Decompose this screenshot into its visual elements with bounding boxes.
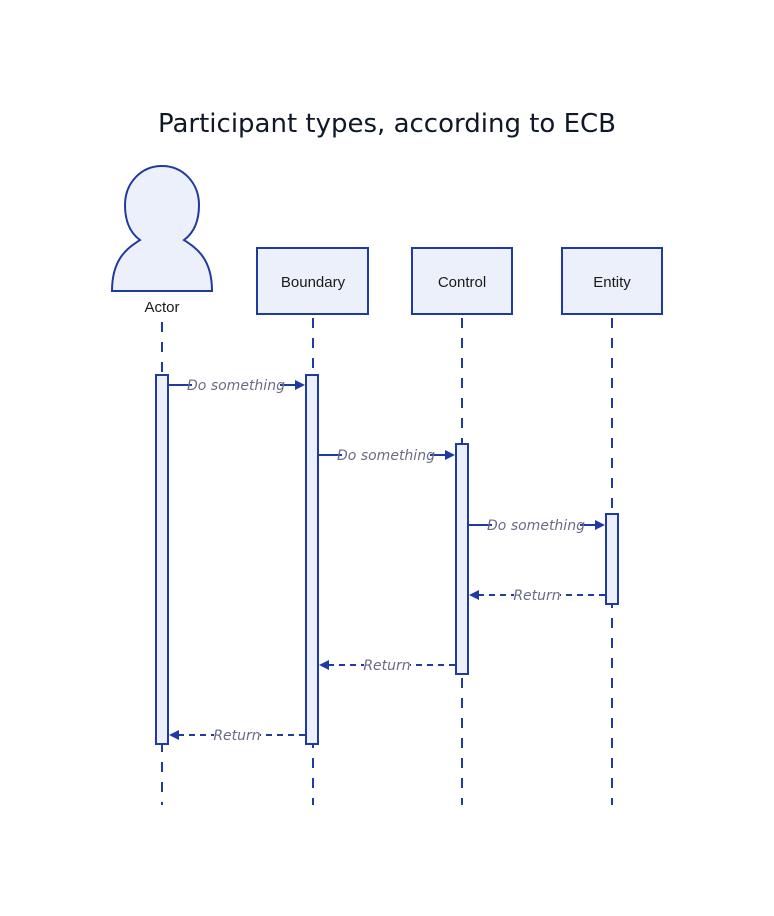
participant-box-boundary (256, 247, 369, 315)
arrowhead-3 (595, 520, 605, 530)
arrowhead-4 (469, 590, 479, 600)
message-label-6: Return (213, 728, 260, 744)
arrowhead-5 (319, 660, 329, 670)
activation-entity (605, 513, 619, 605)
message-label-bg-2 (342, 446, 430, 464)
message-label-3: Do something (487, 518, 585, 534)
diagram-title: Participant types, according to ECB (158, 109, 616, 139)
actor-icon (110, 164, 214, 292)
message-label-bg-4 (514, 586, 560, 604)
participant-box-control (411, 247, 513, 315)
message-label-bg-1 (192, 376, 280, 394)
message-label-4: Return (513, 588, 560, 604)
message-label-1: Do something (187, 378, 285, 394)
activation-actor (155, 374, 169, 745)
participant-label-boundary: Boundary (281, 274, 346, 291)
arrowhead-2 (445, 450, 455, 460)
message-label-bg-3 (492, 516, 580, 534)
message-label-bg-5 (364, 656, 410, 674)
participant-label-entity: Entity (593, 274, 631, 291)
message-label-2: Do something (337, 448, 435, 464)
activation-boundary (305, 374, 319, 745)
participant-label-actor: Actor (144, 299, 179, 316)
message-label-5: Return (363, 658, 410, 674)
participant-label-control: Control (438, 274, 486, 291)
activation-control (455, 443, 469, 675)
arrowhead-1 (295, 380, 305, 390)
participant-box-entity (561, 247, 663, 315)
message-label-bg-6 (214, 726, 260, 744)
arrowhead-6 (169, 730, 179, 740)
